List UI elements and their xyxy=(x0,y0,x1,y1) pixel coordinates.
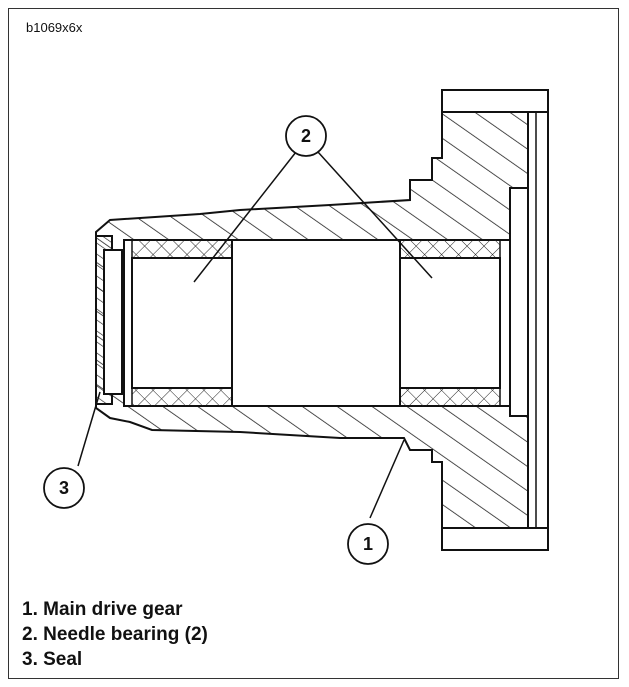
callout-1: 1 xyxy=(347,523,389,565)
legend-item-2: 2. Needle bearing (2) xyxy=(22,624,208,645)
pilot-recess xyxy=(509,187,529,417)
figure-id: b1069x6x xyxy=(26,20,83,35)
seal xyxy=(95,235,123,405)
callout-2-label: 2 xyxy=(301,126,311,146)
legend-item-1: 1. Main drive gear xyxy=(22,599,183,620)
leader-lines xyxy=(77,151,433,519)
legend: 1. Main drive gear 2. Needle bearing (2)… xyxy=(22,597,208,672)
callout-2: 2 xyxy=(285,115,327,157)
needle-bearing-left xyxy=(131,239,233,407)
needle-bearing-right xyxy=(399,239,501,407)
legend-item-3: 3. Seal xyxy=(22,649,83,670)
callout-3: 3 xyxy=(43,467,85,509)
callout-3-label: 3 xyxy=(59,478,69,498)
gear-flange-rim xyxy=(441,89,549,113)
gear-teeth-face xyxy=(527,111,549,529)
callout-1-label: 1 xyxy=(363,534,373,554)
gear-flange-rim-bottom xyxy=(441,527,549,551)
